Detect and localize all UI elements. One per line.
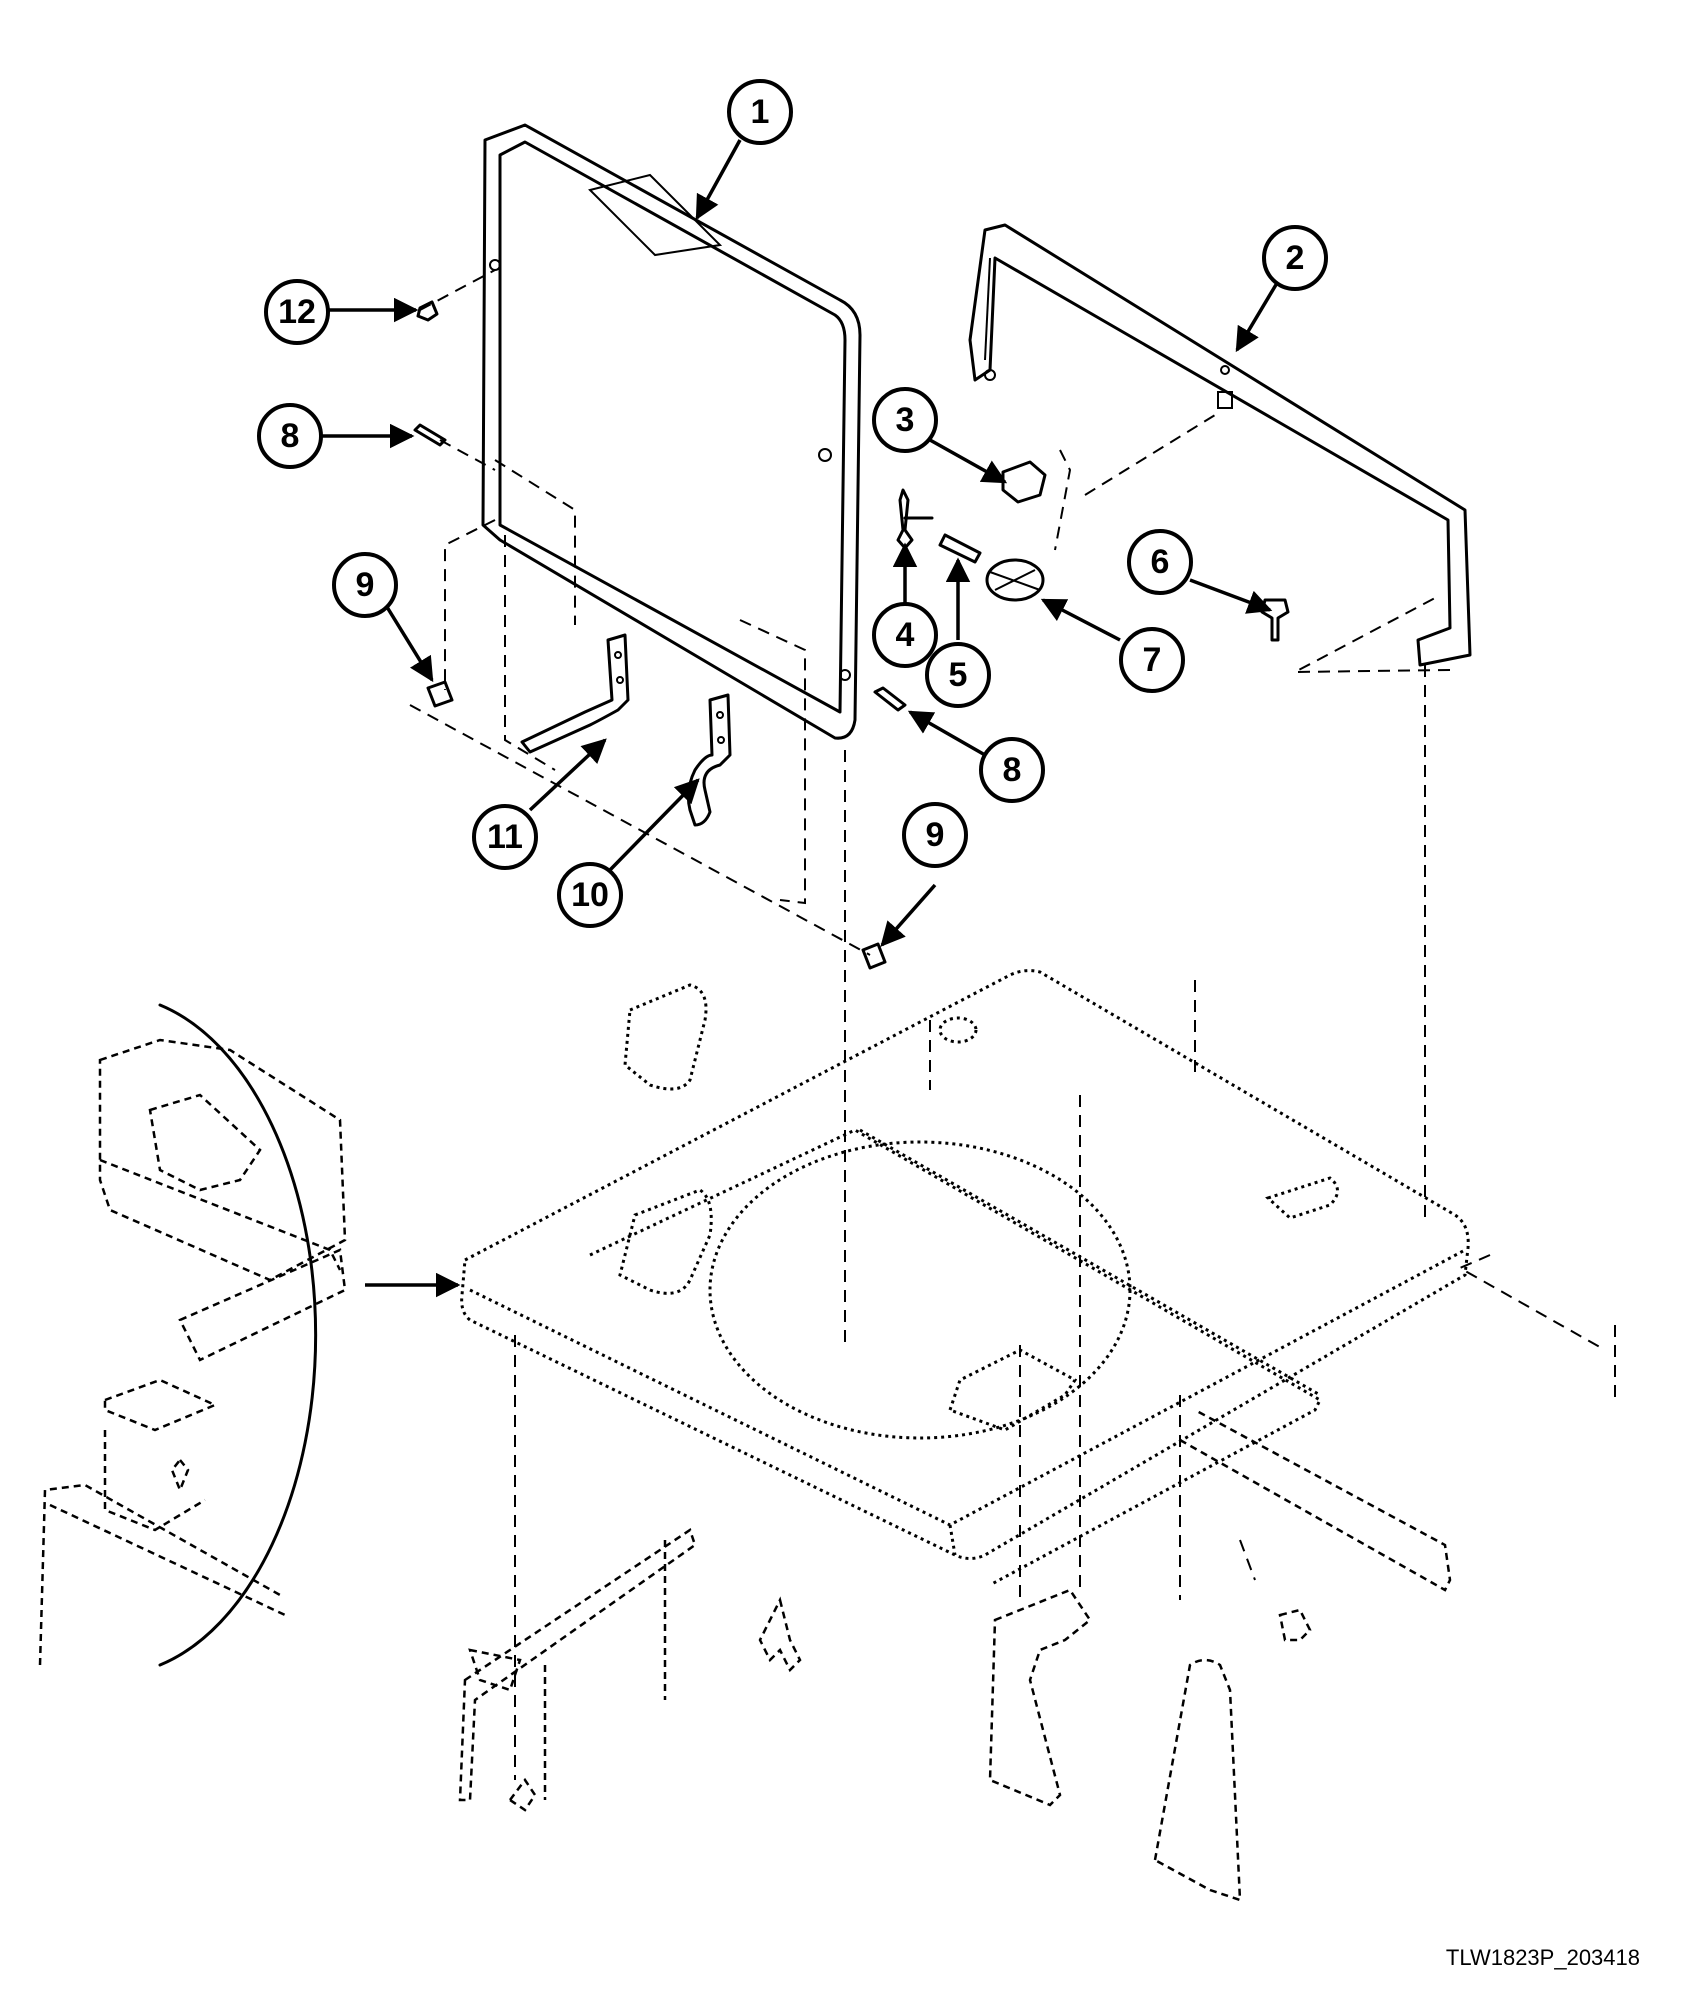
back-panel: [968, 223, 1472, 667]
svg-text:2: 2: [1286, 239, 1305, 277]
callout-1: 1: [727, 79, 793, 145]
leader-lines: [322, 139, 1282, 1298]
callout-8b: 8: [979, 737, 1045, 803]
svg-text:6: 6: [1151, 543, 1170, 581]
svg-text:12: 12: [278, 293, 316, 331]
part-6-screw: [1260, 598, 1290, 642]
callout-6: 6: [1127, 529, 1193, 595]
svg-text:5: 5: [949, 656, 968, 694]
part-9-clip-left: [426, 680, 454, 708]
callout-9b: 9: [902, 802, 968, 868]
svg-text:8: 8: [281, 417, 300, 455]
callout-7: 7: [1119, 627, 1185, 693]
callout-9a: 9: [332, 552, 398, 618]
part-11-hinge: [520, 633, 630, 754]
lid-frame: [481, 123, 862, 740]
callout-5: 5: [925, 642, 991, 708]
svg-text:11: 11: [487, 818, 523, 856]
part-8-screw-left: [413, 423, 447, 447]
svg-text:8: 8: [1003, 751, 1022, 789]
svg-text:3: 3: [896, 401, 915, 439]
part-7-pressure-switch: [985, 558, 1045, 602]
callout-10: 10: [557, 862, 623, 928]
callout-3: 3: [872, 387, 938, 453]
part-8-screw-right: [873, 686, 907, 712]
part-3-clip: [1001, 460, 1047, 504]
assembly-lines: [409, 269, 1616, 1780]
part-4-fitting: [896, 488, 934, 550]
footer-code: TLW1823P_203418: [1446, 1945, 1640, 1970]
svg-text:9: 9: [356, 566, 375, 604]
svg-text:4: 4: [896, 616, 915, 654]
svg-text:10: 10: [571, 876, 609, 914]
lower-assembly: [458, 1408, 1452, 1902]
cabinet-top: [460, 969, 1470, 1587]
svg-text:7: 7: [1143, 641, 1162, 679]
svg-text:9: 9: [926, 816, 945, 854]
svg-text:1: 1: [751, 93, 770, 131]
part-9-clip-right: [861, 942, 887, 970]
callout-8a: 8: [257, 403, 323, 469]
callout-11: 11: [472, 804, 538, 870]
inset-detail: [38, 1003, 347, 1667]
callout-4: 4: [872, 602, 938, 668]
part-10-hinge: [686, 693, 732, 827]
callout-2: 2: [1262, 225, 1328, 291]
callout-12: 12: [264, 279, 330, 345]
part-12-screw: [416, 300, 439, 322]
part-5-tube: [938, 533, 982, 564]
